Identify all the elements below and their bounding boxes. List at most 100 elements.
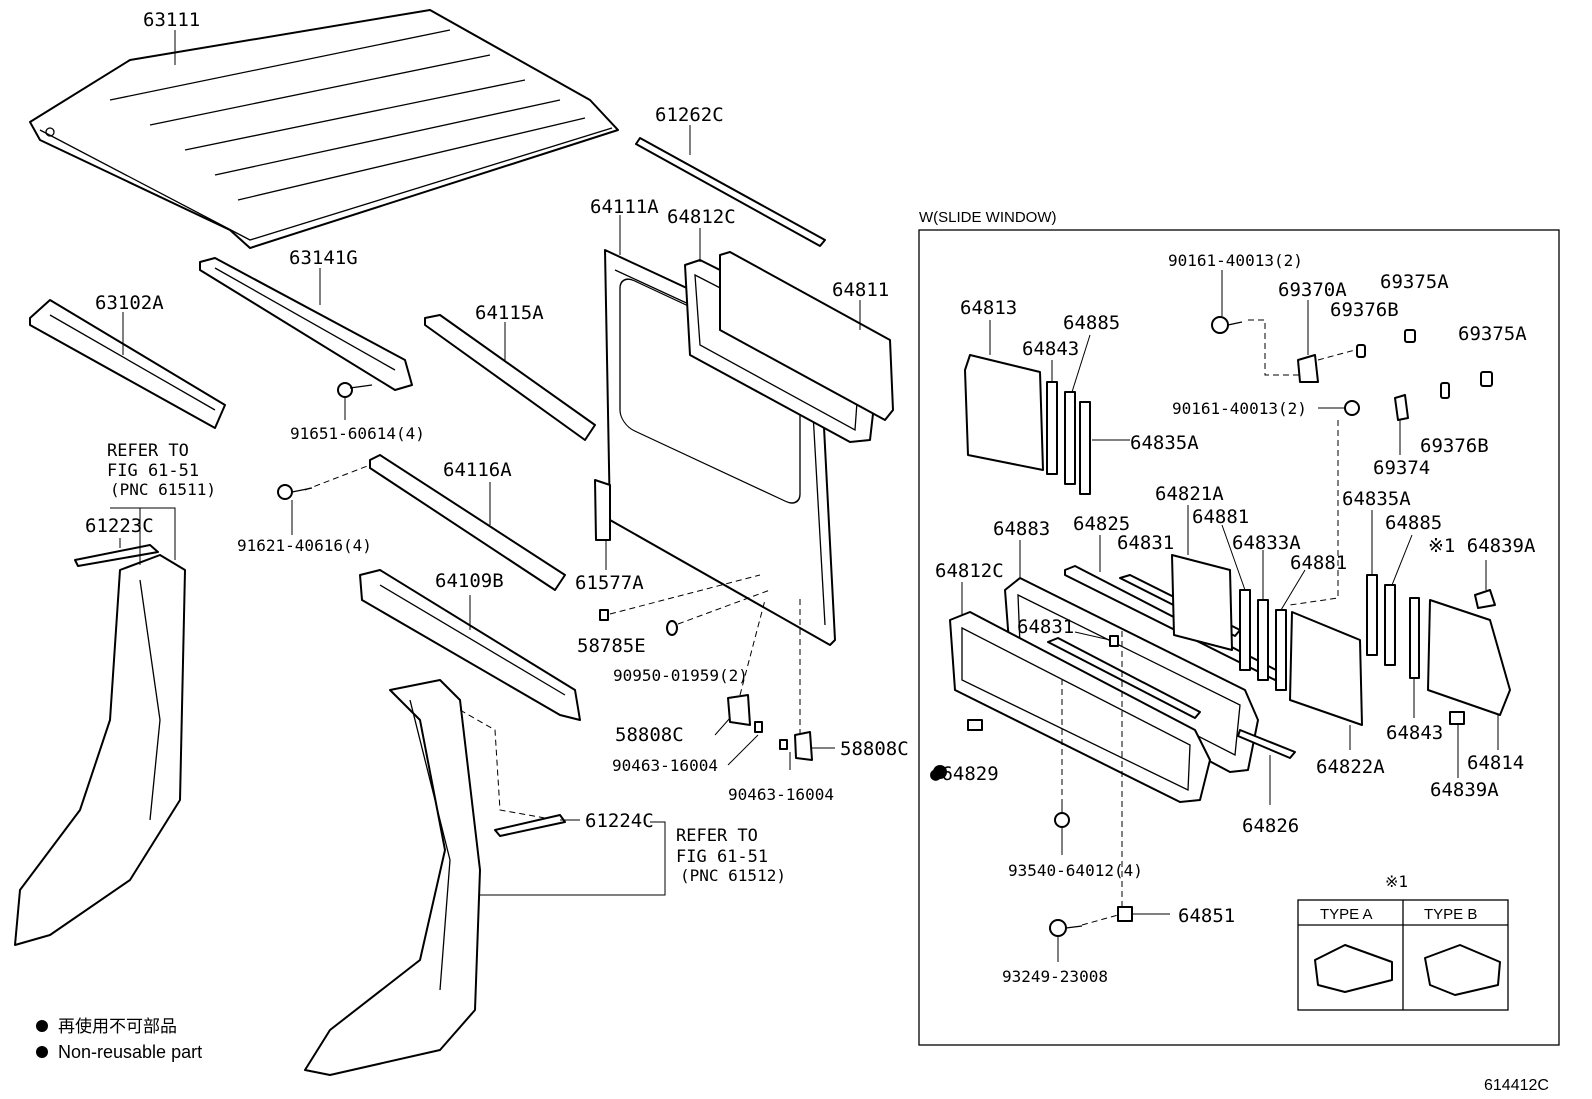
refer2-line3: (PNC 61512) — [680, 866, 786, 885]
label-69370A: 69370A — [1278, 279, 1347, 301]
label-69376B-1: 69376B — [1330, 299, 1399, 321]
rail-63102A — [29, 299, 226, 429]
label-64843-1: 64843 — [1022, 338, 1079, 360]
label-90161-b: 90161-40013(2) — [1172, 399, 1307, 418]
refer1-line1: REFER TO — [107, 441, 189, 461]
figure-id: 614412C — [1484, 1077, 1549, 1094]
cap-69376B-1 — [1356, 344, 1366, 358]
glass-64814 — [1427, 599, 1511, 750]
label-91621: 91621-40616(4) — [237, 536, 372, 555]
label-64885-2: 64885 — [1385, 512, 1442, 534]
seal-strips-64843-64885 — [1046, 334, 1130, 495]
slider-64851 — [1081, 630, 1170, 926]
seal-64843-right — [1409, 597, 1420, 718]
label-90463-right: 90463-16004 — [728, 785, 834, 804]
label-64115A: 64115A — [475, 302, 544, 324]
bracket-58808C-right — [794, 595, 835, 761]
type-b-icon — [1424, 944, 1501, 996]
part-61262C — [635, 125, 826, 247]
bolt-91651 — [337, 382, 373, 420]
stopper-64829 — [967, 719, 983, 731]
label-64839A-1: ※1 64839A — [1428, 535, 1536, 557]
label-58785E: 58785E — [577, 635, 646, 657]
cap-69375A-2 — [1480, 371, 1493, 387]
clip-90463-left — [727, 721, 763, 766]
bolt-90161-a — [1211, 270, 1300, 376]
label-69374: 69374 — [1373, 457, 1430, 479]
label-64835A-1: 64835A — [1130, 432, 1199, 454]
bolt-90161-b — [1289, 400, 1360, 606]
label-type-a: TYPE A — [1320, 906, 1373, 923]
label-61262C: 61262C — [655, 104, 724, 126]
label-69376B-2: 69376B — [1420, 435, 1489, 457]
label-61223C: 61223C — [85, 515, 154, 537]
part-61577A — [594, 479, 611, 570]
label-64813: 64813 — [960, 297, 1017, 319]
label-64833A: 64833A — [1232, 532, 1301, 554]
label-64883: 64883 — [993, 518, 1050, 540]
label-64881-1: 64881 — [1192, 506, 1249, 528]
label-64822A: 64822A — [1316, 756, 1385, 778]
label-61224C: 61224C — [585, 810, 654, 832]
label-64811: 64811 — [832, 279, 889, 301]
label-64814: 64814 — [1467, 752, 1524, 774]
label-64835A-2: 64835A — [1342, 488, 1411, 510]
label-93249: 93249-23008 — [1002, 967, 1108, 986]
stopper-64839A-2 — [1449, 711, 1465, 778]
label-64851: 64851 — [1178, 905, 1235, 927]
legend-bullet-icon — [36, 1046, 48, 1058]
slide-window-box — [918, 229, 1560, 1046]
member-64109B — [359, 569, 581, 721]
label-64116A: 64116A — [443, 459, 512, 481]
rail-64116A — [304, 454, 566, 591]
cap-69376B-2 — [1440, 382, 1450, 399]
seal-64835A-64885-right — [1366, 510, 1413, 666]
clip-90950 — [666, 589, 771, 636]
part-61224C — [480, 814, 666, 896]
label-64812C-bottom: 64812C — [935, 560, 1004, 582]
label-64881-2: 64881 — [1290, 552, 1347, 574]
rail-64115A — [424, 314, 596, 441]
type-a-icon — [1314, 944, 1393, 993]
clip-58785E — [599, 574, 761, 621]
note-mark: ※1 — [1385, 872, 1408, 891]
cap-69375A-1 — [1404, 329, 1416, 343]
label-90161-a: 90161-40013(2) — [1168, 251, 1303, 270]
pillar-left — [14, 507, 186, 946]
label-64826: 64826 — [1242, 815, 1299, 837]
part-61223C — [74, 538, 159, 567]
legend-english: Non-reusable part — [58, 1042, 202, 1062]
screw-93540 — [1054, 680, 1070, 855]
label-61577A: 61577A — [575, 572, 644, 594]
label-69375A-2: 69375A — [1458, 323, 1527, 345]
screw-93249 — [1049, 919, 1083, 962]
label-64829: ●64829 — [930, 763, 999, 785]
refer1-line2: FIG 61-51 — [107, 461, 199, 481]
label-64821A: 64821A — [1155, 483, 1224, 505]
label-64812C-top: 64812C — [667, 206, 736, 228]
stopper-69374 — [1394, 394, 1409, 455]
frame-64812C-bottom — [949, 582, 1211, 803]
rail-63141G — [199, 257, 413, 391]
label-93540: 93540-64012(4) — [1008, 861, 1143, 880]
label-64111A: 64111A — [590, 196, 659, 218]
label-64839A-2: 64839A — [1430, 779, 1499, 801]
refer2-line2: FIG 61-51 — [676, 847, 768, 867]
label-64831-1: 64831 — [1117, 532, 1174, 554]
type-box — [1297, 899, 1509, 1011]
seal-64881-64833A — [1221, 524, 1306, 691]
bracket-58808C-left — [714, 599, 766, 736]
label-58808C-right: 58808C — [840, 738, 909, 760]
label-58808C-left: 58808C — [615, 724, 684, 746]
label-64843-2: 64843 — [1386, 722, 1443, 744]
glass-64813 — [964, 320, 1044, 471]
label-69375A-1: 69375A — [1380, 271, 1449, 293]
bolt-91621 — [277, 484, 313, 535]
label-type-b: TYPE B — [1424, 906, 1477, 923]
rail-64826 — [1237, 729, 1296, 805]
glass-64822A — [1289, 611, 1363, 750]
legend-bullet-icon — [36, 1020, 48, 1032]
label-91651: 91651-60614(4) — [290, 424, 425, 443]
label-63141G: 63141G — [289, 247, 358, 269]
